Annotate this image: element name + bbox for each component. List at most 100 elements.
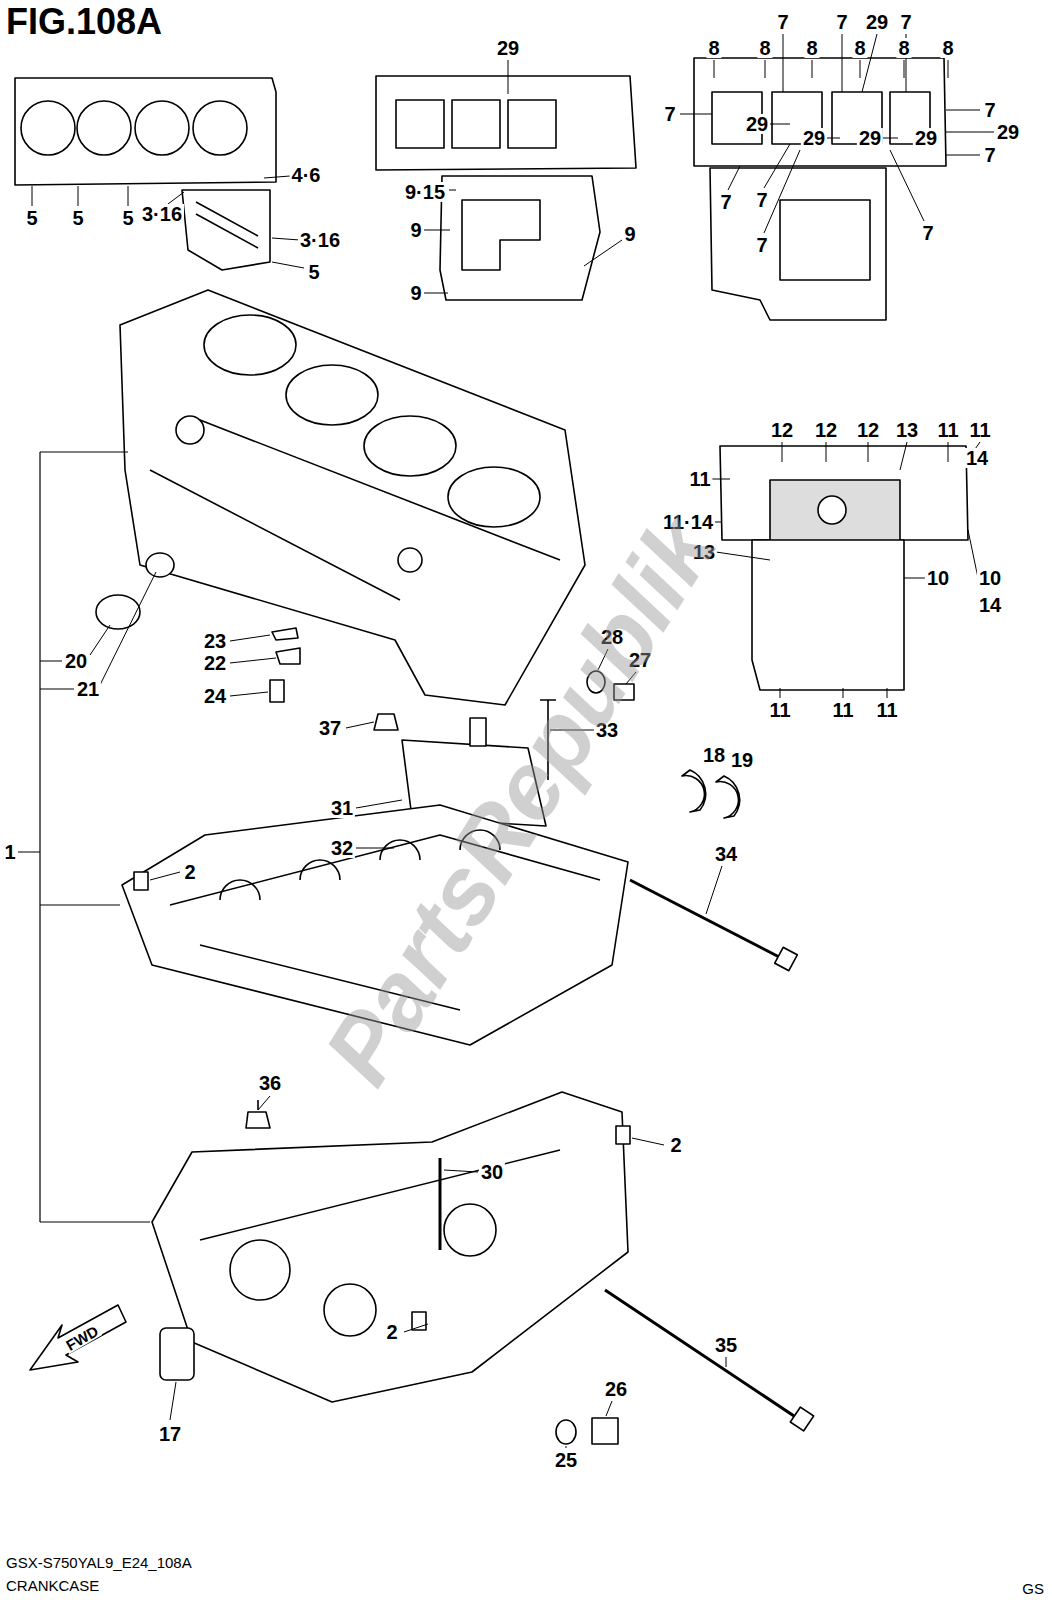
- callout-number: 11: [967, 420, 992, 440]
- drawing-stroke: [257, 1100, 259, 1110]
- upper-case-view: [376, 76, 636, 300]
- leader-line: [765, 60, 766, 78]
- callout-number: 7: [754, 190, 769, 210]
- callout-number: 12: [855, 420, 881, 440]
- figure-code: GSX-S750YAL9_E24_108A: [6, 1555, 192, 1570]
- callout-number: 10: [925, 568, 951, 588]
- drawing-stroke: [196, 202, 258, 248]
- drawing-stroke: [150, 420, 560, 600]
- callout-number: 8: [852, 38, 867, 58]
- callout-number: 9·15: [403, 182, 447, 202]
- leader-line: [883, 138, 898, 139]
- callout-number: 2: [384, 1322, 399, 1342]
- cylinder-gasket: [15, 78, 276, 270]
- leader-line: [948, 60, 949, 78]
- leader-line: [150, 872, 180, 880]
- drawing-stroke: [15, 58, 968, 1444]
- leader-line: [272, 238, 300, 240]
- callout-number: 5: [70, 208, 85, 228]
- callout-number: 7: [662, 104, 677, 124]
- leader-line: [356, 848, 394, 849]
- forward-arrow: [30, 1305, 126, 1370]
- leader-line: [230, 635, 270, 641]
- callout-number: 2: [182, 862, 197, 882]
- callout-number: 13: [894, 420, 920, 440]
- oil-filter-stud: [160, 1328, 194, 1380]
- leader-line: [264, 176, 290, 178]
- cylinder-block: [120, 290, 585, 705]
- leader-line: [868, 442, 869, 462]
- callout-number: 29: [495, 38, 521, 58]
- dowel-pin: [616, 1126, 630, 1144]
- callout-number: 20: [63, 651, 89, 671]
- leader-line: [706, 866, 722, 914]
- leader-line: [606, 1401, 612, 1416]
- callout-number: 8: [706, 38, 721, 58]
- callout-number: 23: [202, 631, 228, 651]
- leader-line: [948, 442, 949, 462]
- callout-number: 24: [202, 686, 228, 706]
- bolt-head: [790, 1407, 813, 1431]
- callout-number: 29: [913, 128, 939, 148]
- callout-number: 2: [668, 1135, 683, 1155]
- leader-line: [843, 688, 844, 698]
- leader-line: [272, 262, 304, 268]
- bracket-lines: [18, 452, 150, 1222]
- leader-line: [90, 625, 110, 655]
- drawing-stroke: [135, 101, 189, 155]
- leader-line: [946, 132, 994, 133]
- leader-line: [170, 1382, 176, 1420]
- drawing-stroke: [376, 76, 636, 170]
- callout-number: 29: [744, 114, 770, 134]
- callout-number: 8: [757, 38, 772, 58]
- callout-number: 26: [603, 1379, 629, 1399]
- bolt: [630, 880, 785, 960]
- callout-number: 25: [553, 1450, 579, 1470]
- callout-number: 29: [857, 128, 883, 148]
- callout-number: 1: [2, 842, 17, 862]
- callout-number: 37: [317, 718, 343, 738]
- callout-number: 8: [896, 38, 911, 58]
- leader-line: [887, 688, 888, 698]
- leader-line: [508, 60, 509, 94]
- leader-line: [714, 60, 715, 78]
- drawing-stroke: [193, 101, 247, 155]
- callout-number: 29: [864, 12, 890, 32]
- drawing-stroke: [462, 200, 540, 270]
- leader-lines: [32, 34, 994, 1448]
- leader-line: [783, 34, 784, 92]
- thrust-washer: [682, 770, 706, 812]
- leader-line: [100, 572, 156, 685]
- callout-number: 29: [995, 122, 1021, 142]
- callout-number: 5: [306, 262, 321, 282]
- callout-number: 11: [767, 700, 792, 720]
- stud: [439, 1158, 442, 1250]
- drawing-stroke: [230, 1240, 290, 1300]
- leader-line: [32, 186, 33, 206]
- screw: [270, 680, 284, 702]
- drawing-stroke: [324, 1284, 376, 1336]
- drawing-stroke: [364, 416, 456, 476]
- callout-number: 34: [713, 844, 739, 864]
- callout-number: 17: [157, 1424, 183, 1444]
- leader-line: [946, 110, 980, 111]
- drawing-stroke: [440, 176, 600, 300]
- drawing-stroke: [396, 100, 444, 148]
- leader-line: [728, 166, 740, 190]
- leader-line: [444, 1170, 478, 1172]
- drawing-stroke: [176, 416, 204, 444]
- leader-line: [900, 442, 907, 470]
- drawing-stroke: [752, 540, 904, 690]
- callout-number: 3·16: [140, 204, 184, 224]
- drawing-stroke: [77, 101, 131, 155]
- leader-line: [632, 1138, 664, 1145]
- callout-number: 12: [769, 420, 795, 440]
- callout-number: 9: [408, 220, 423, 240]
- drawing-stroke: [286, 365, 378, 425]
- bolt-head: [775, 947, 798, 970]
- leader-line: [424, 230, 450, 231]
- callout-number: 7: [982, 145, 997, 165]
- callout-number: 19: [729, 750, 755, 770]
- leader-line: [827, 138, 840, 139]
- drawing-stroke: [21, 101, 75, 155]
